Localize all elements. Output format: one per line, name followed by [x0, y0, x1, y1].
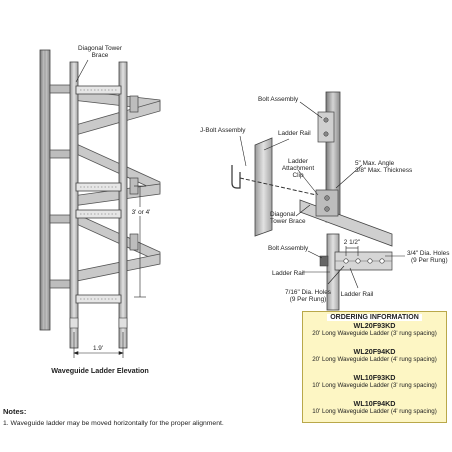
diag-tower-brace-label-2: Tower Brace [270, 218, 306, 225]
ladder-elevation: Diagonal Tower Brace 3' or 4' 1.9' Waveg… [39, 45, 161, 375]
clip-label-2: Attachment [282, 165, 315, 172]
ladder-rail-top-label: Ladder Rail [278, 130, 311, 137]
bolt-assembly-bottom-label: Bolt Assembly [268, 245, 309, 252]
ladder-rail-detail [254, 137, 273, 237]
order-item: WL10F94KD 10' Long Waveguide Ladder (4' … [303, 399, 446, 416]
max-thickness-label: 3/8" Max. Thickness [355, 167, 412, 174]
holes-716-label-1: 7/16" Dia. Holes [285, 289, 331, 296]
ladder-rail-left-label: Ladder Rail [272, 270, 305, 277]
ladder-rail-left [69, 61, 79, 349]
order-item: WL20F93KD 20' Long Waveguide Ladder (3' … [303, 321, 446, 338]
width-dimension [73, 332, 124, 358]
max-angle-label: 5" Max. Angle [355, 160, 395, 167]
order-desc: 10' Long Waveguide Ladder (4' rung spaci… [312, 408, 437, 415]
jbolt-label: J-Bolt Assembly [200, 127, 246, 134]
attachment-clip [315, 189, 339, 217]
ladder-rail-bottom-label: Ladder Rail [341, 291, 374, 298]
notes-title: Notes: [3, 407, 27, 416]
spacing-label: 3' or 4' [132, 209, 151, 216]
order-item: WL20F94KD 20' Long Waveguide Ladder (4' … [303, 347, 446, 364]
order-item: WL10F93KD 10' Long Waveguide Ladder (3' … [303, 373, 446, 390]
holes-34-label-1: 3/4" Dia. Holes [407, 250, 449, 257]
clip-label-3: Clip [292, 172, 303, 179]
holes-34-label-2: (9 Per Rung) [411, 257, 448, 264]
notes-line: 1. Waveguide ladder may be moved horizon… [3, 420, 224, 427]
order-code: WL10F93KD [353, 373, 396, 382]
order-desc: 10' Long Waveguide Ladder (3' rung spaci… [312, 382, 437, 389]
ladder-rail-right [118, 61, 128, 349]
dim-2-5-label: 2 1/2" [344, 239, 360, 246]
diagonal-brace-label-2: Brace [92, 52, 109, 59]
diagonal-brace-label-1: Diagonal Tower [78, 45, 123, 52]
spacing-dimension [134, 185, 146, 298]
elevation-title: Waveguide Ladder Elevation [51, 366, 149, 375]
rung-detail: 2 1/2" Bolt Assembly 3/4" Dia. Holes (9 … [268, 233, 449, 311]
order-code: WL10F94KD [353, 399, 396, 408]
order-desc: 20' Long Waveguide Ladder (3' rung spaci… [312, 330, 437, 337]
ordering-title: ORDERING INFORMATION [327, 314, 422, 321]
order-desc: 20' Long Waveguide Ladder (4' rung spaci… [312, 356, 437, 363]
order-code: WL20F94KD [353, 347, 396, 356]
jbolt-icon [231, 165, 241, 189]
diag-tower-brace-label-1: Diagonal [270, 211, 295, 218]
clip-detail: Bolt Assembly J-Bolt Assembly Ladder Rai… [200, 91, 412, 247]
clip-label-1: Ladder [288, 158, 309, 165]
width-label: 1.9' [93, 345, 103, 352]
bolt-assembly-top-label: Bolt Assembly [258, 96, 299, 103]
ordering-information-box: ORDERING INFORMATION WL20F93KD 20' Long … [302, 311, 447, 423]
holes-716-label-2: (9 Per Rung) [290, 296, 327, 303]
order-code: WL20F93KD [353, 321, 396, 330]
dim-2-5 [345, 246, 359, 256]
